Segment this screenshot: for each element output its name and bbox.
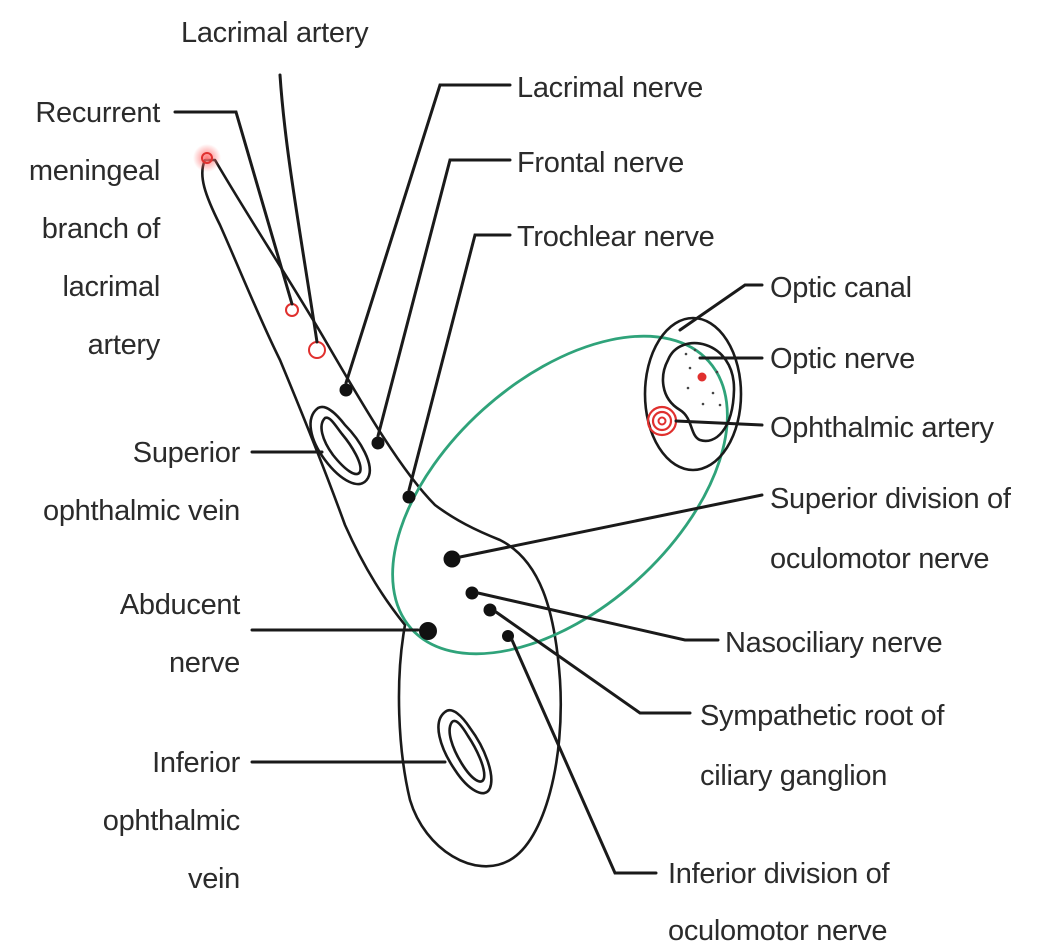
frontal-nerve-dot (372, 437, 385, 450)
label-superior-division-1: Superior division of (770, 483, 1012, 515)
label-abducent-nerve-1: Abducent (120, 589, 240, 621)
label-lacrimal-nerve: Lacrimal nerve (517, 72, 703, 104)
label-nasociliary-nerve: Nasociliary nerve (725, 627, 942, 659)
optic-canal-outline (645, 318, 741, 470)
label-optic-canal: Optic canal (770, 272, 912, 304)
label-lacrimal-artery: Lacrimal artery (181, 17, 369, 49)
trochlear-nerve-dot (403, 491, 416, 504)
label-sympathetic-root-1: Sympathetic root of (700, 700, 945, 732)
ophthalmic-artery-icon (648, 407, 676, 435)
label-frontal-nerve: Frontal nerve (517, 147, 684, 179)
central-retinal-artery-dot (698, 373, 707, 382)
label-sympathetic-root-2: ciliary ganglion (700, 760, 887, 792)
label-superior-division-2: oculomotor nerve (770, 543, 989, 575)
lacrimal-artery-vessel-2 (309, 342, 325, 358)
label-superior-ophthalmic-vein-1: Superior (133, 437, 241, 469)
label-ophthalmic-artery: Ophthalmic artery (770, 412, 995, 444)
label-inferior-division-1: Inferior division of (668, 858, 891, 890)
label-inferior-ophthalmic-vein-2: ophthalmic (103, 805, 240, 837)
label-recurrent-meningeal-5: artery (88, 329, 161, 361)
lacrimal-artery-vessel-1 (286, 304, 298, 316)
label-superior-ophthalmic-vein-2: ophthalmic vein (43, 495, 240, 527)
label-inferior-ophthalmic-vein-1: Inferior (152, 747, 240, 779)
label-recurrent-meningeal-4: lacrimal (63, 271, 161, 303)
label-inferior-division-2: oculomotor nerve (668, 915, 887, 947)
label-recurrent-meningeal-1: Recurrent (35, 97, 160, 129)
abducent-nerve-dot (419, 622, 437, 640)
sympathetic-root-dot (484, 604, 497, 617)
label-recurrent-meningeal-3: branch of (42, 213, 161, 245)
recurrent-meningeal-glow (193, 144, 221, 172)
label-optic-nerve: Optic nerve (770, 343, 915, 375)
superior-ophthalmic-vein-shape (311, 407, 370, 484)
lacrimal-nerve-dot (340, 384, 353, 397)
label-recurrent-meningeal-2: meningeal (29, 155, 160, 187)
label-inferior-ophthalmic-vein-3: vein (188, 863, 240, 895)
superior-division-dot (444, 551, 461, 568)
label-trochlear-nerve: Trochlear nerve (517, 221, 715, 253)
leader-lines (175, 75, 762, 873)
inferior-ophthalmic-vein-shape (438, 710, 491, 793)
label-abducent-nerve-2: nerve (169, 647, 240, 679)
